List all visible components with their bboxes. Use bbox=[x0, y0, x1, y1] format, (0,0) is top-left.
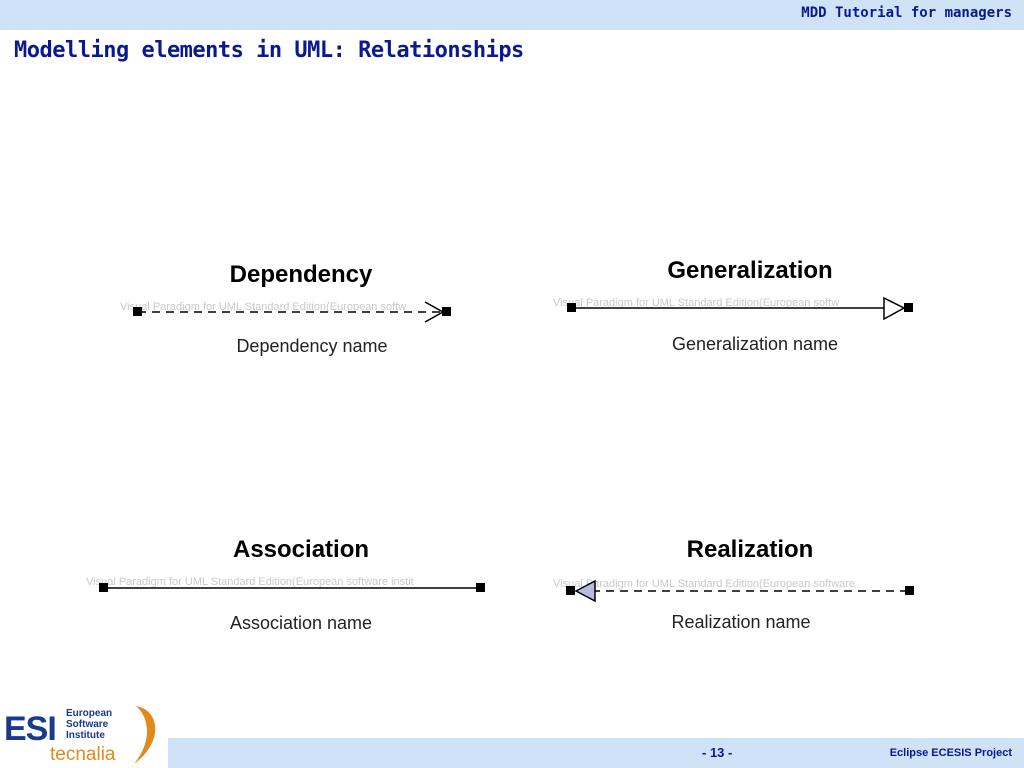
dependency-end-handle bbox=[442, 307, 451, 316]
generalization-hollow-triangle bbox=[883, 296, 906, 321]
esi-tecnalia-logo: ESI European Software Institute tecnalia bbox=[0, 700, 170, 768]
footer-project-label: Eclipse ECESIS Project bbox=[889, 747, 1012, 759]
logo-esi-mark: ESI bbox=[4, 710, 57, 748]
logo-line: Institute bbox=[66, 730, 105, 741]
realization-filled-triangle bbox=[574, 579, 596, 603]
dependency-watermark: Visual Paradigm for UML Standard Edition… bbox=[120, 301, 407, 313]
association-watermark: Visual Paradigm for UML Standard Edition… bbox=[86, 576, 414, 588]
dependency-name: Dependency name bbox=[236, 336, 388, 356]
realization-end-handle bbox=[905, 586, 914, 595]
header-bar: MDD Tutorial for managers bbox=[0, 0, 1024, 30]
tutorial-label: MDD Tutorial for managers bbox=[801, 5, 1012, 21]
realization-name: Realization name bbox=[671, 612, 811, 632]
logo-tecnalia-text: tecnalia bbox=[50, 744, 116, 765]
slide-title: Modelling elements in UML: Relationships bbox=[14, 38, 524, 63]
logo-institute-lines: European Software Institute bbox=[66, 708, 112, 741]
page-number: - 13 - bbox=[702, 745, 733, 760]
dependency-edge bbox=[133, 301, 451, 323]
realization-start-handle bbox=[566, 586, 575, 595]
realization-watermark: Visual Paradigm for UML Standard Edition… bbox=[553, 578, 856, 590]
generalization-watermark: Visual Paradigm for UML Standard Edition… bbox=[553, 297, 840, 309]
footer-bar bbox=[168, 738, 1024, 768]
generalization-end-handle bbox=[904, 303, 913, 312]
generalization-start-handle bbox=[567, 303, 576, 312]
association-name: Association name bbox=[229, 613, 373, 633]
generalization-edge bbox=[567, 296, 913, 321]
association-edge bbox=[99, 583, 485, 592]
generalization-title: Generalization bbox=[667, 257, 833, 284]
generalization-name: Generalization name bbox=[671, 334, 839, 354]
logo-line: Software bbox=[66, 719, 109, 730]
association-end-handle bbox=[476, 583, 485, 592]
logo-swoosh-icon bbox=[134, 706, 156, 764]
association-title: Association bbox=[232, 536, 370, 563]
association-start-handle bbox=[99, 583, 108, 592]
realization-edge bbox=[566, 579, 914, 603]
realization-title: Realization bbox=[686, 536, 814, 563]
dependency-title: Dependency bbox=[229, 261, 373, 288]
dependency-start-handle bbox=[133, 307, 142, 316]
logo-line: European bbox=[66, 708, 113, 719]
